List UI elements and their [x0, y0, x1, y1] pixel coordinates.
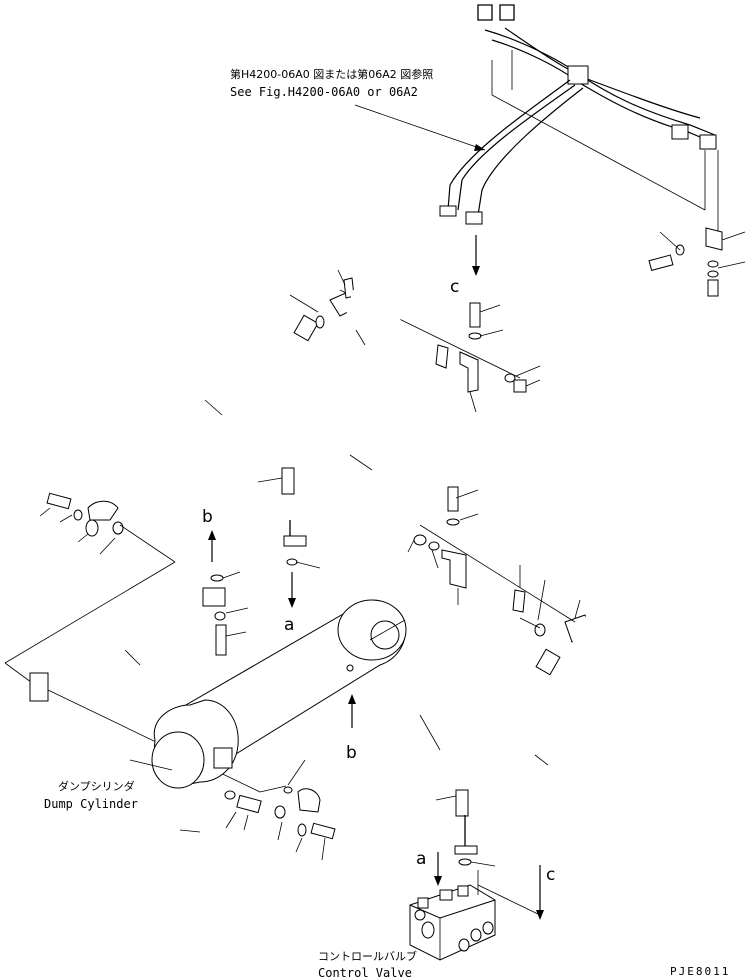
control-valve [409, 870, 496, 961]
marker-b-left: b [202, 507, 216, 562]
dump-cylinder-leader [129, 759, 173, 771]
dump-cylinder [151, 599, 407, 789]
upper-hose-assembly [39, 269, 409, 569]
reference-leader [354, 104, 486, 151]
cylinder-bolts [179, 759, 336, 861]
drawing-code: PJE8011 [670, 965, 730, 978]
control-valve-jp: コントロールバルブ [318, 949, 417, 963]
svg-text:a: a [416, 849, 426, 869]
lower-hose-assembly [297, 579, 609, 867]
dump-cylinder-jp: ダンプシリンダ [58, 779, 135, 793]
svg-text:b: b [346, 743, 357, 763]
dump-cylinder-en: Dump Cylinder [44, 797, 138, 811]
reference-note-jp: 第H4200-06A0 図または第06A2 図参照 [230, 67, 433, 81]
svg-text:c: c [546, 865, 555, 885]
svg-text:a: a [284, 615, 294, 635]
marker-c-top: c [450, 235, 480, 297]
svg-text:b: b [202, 507, 213, 527]
marker-a-center: a [284, 572, 296, 635]
reference-note-en: See Fig.H4200-06A0 or 06A2 [230, 85, 418, 99]
marker-b-cylinder: b [346, 694, 357, 763]
left-pipe-assembly [4, 524, 287, 793]
marker-a-valve: a [416, 849, 442, 886]
lower-bracket-hardware [407, 486, 576, 623]
upper-pipe-assembly [439, 4, 746, 297]
marker-c-valve: c [477, 865, 555, 920]
control-valve-en: Control Valve [318, 966, 412, 979]
svg-text:c: c [450, 277, 459, 297]
